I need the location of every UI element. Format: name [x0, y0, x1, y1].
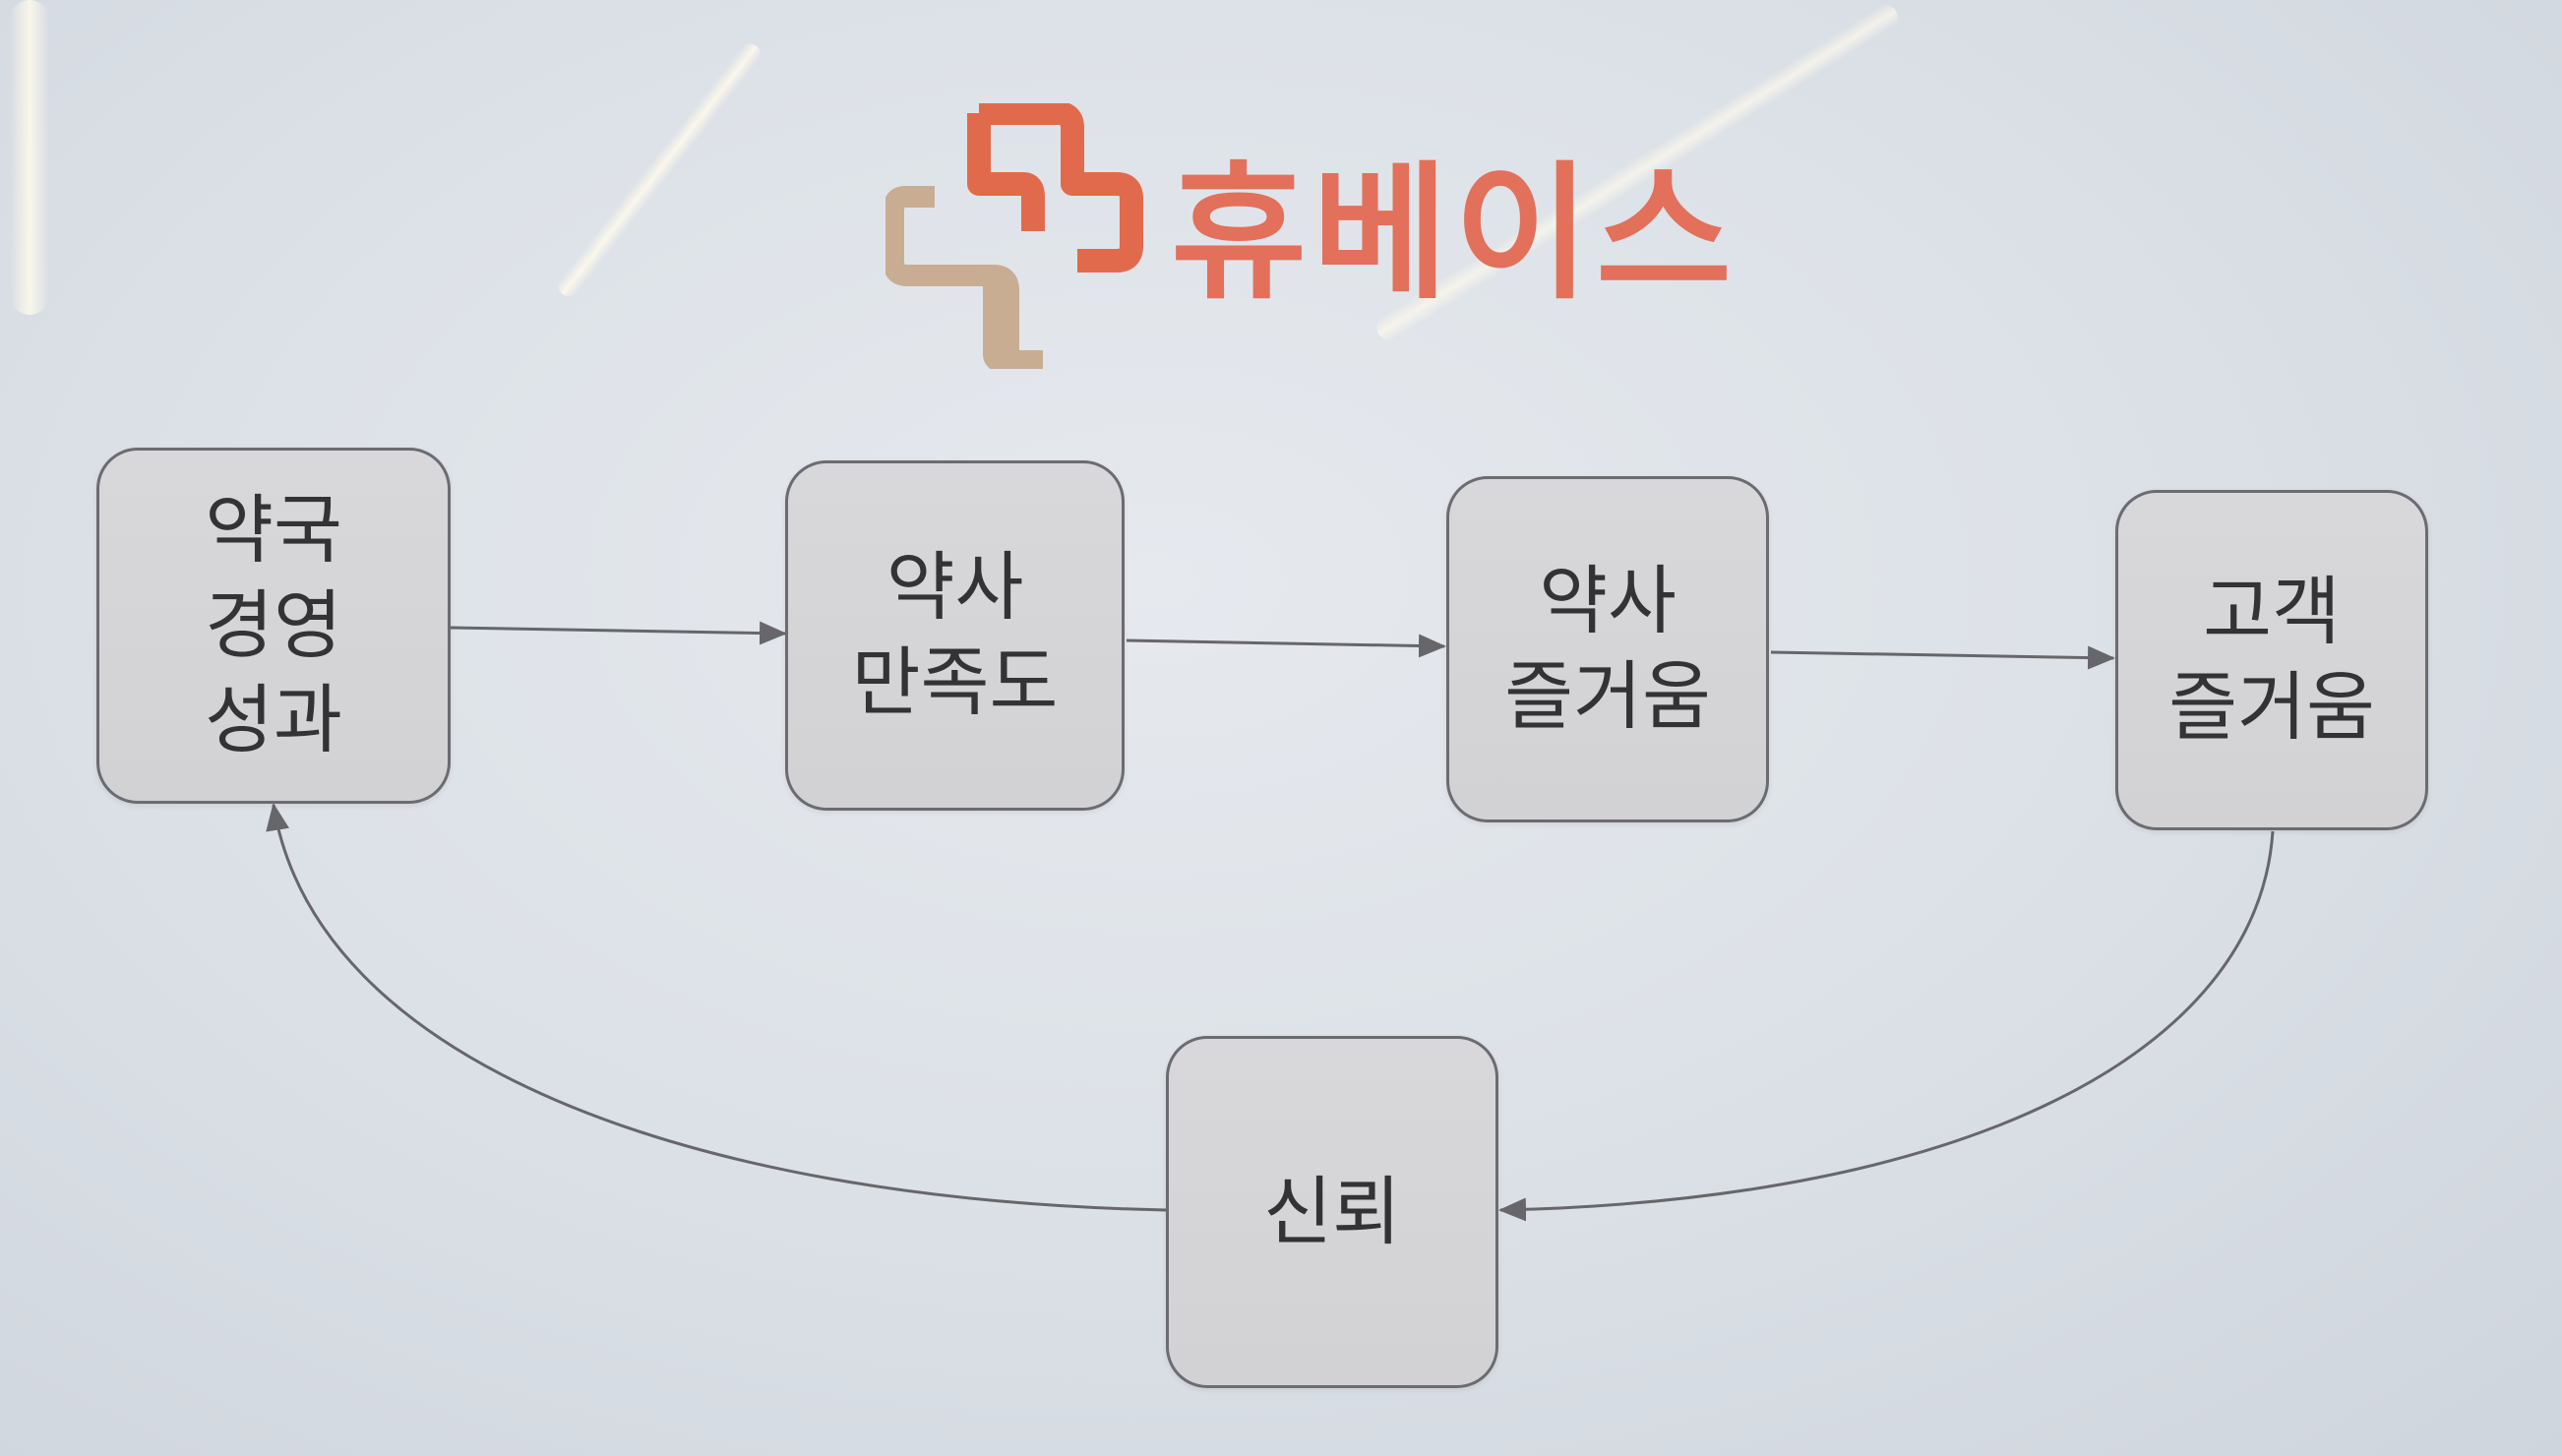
arrow-customer-joy-to-trust	[1498, 830, 2275, 1222]
node-pharmacist-joy: 약사 즐거움	[1446, 476, 1769, 822]
node-label-line: 즐거움	[2168, 663, 2375, 751]
node-label-line: 신뢰	[1263, 1167, 1401, 1255]
node-label-line: 약사	[1539, 557, 1677, 645]
node-pharmacy-performance: 약국 경영 성과	[96, 448, 451, 804]
brand-name: 휴베이스	[1171, 149, 1738, 320]
node-trust: 신뢰	[1166, 1036, 1498, 1388]
node-label-line: 성과	[205, 676, 342, 764]
node-label-line: 만족도	[851, 638, 1059, 726]
arrow-performance-to-satisfaction	[450, 621, 787, 645]
arrow-satisfaction-to-joy	[1126, 634, 1446, 658]
arrow-pharmacist-joy-to-customer-joy	[1770, 645, 2115, 670]
node-customer-joy: 고객 즐거움	[2115, 490, 2428, 830]
brand-logo: 휴베이스	[885, 103, 1732, 379]
medical-cross-icon	[885, 103, 1143, 369]
node-label-line: 약사	[885, 543, 1024, 632]
node-label-line: 약국	[205, 486, 342, 575]
node-pharmacist-satisfaction: 약사 만족도	[785, 460, 1125, 811]
node-label-line: 고객	[2203, 568, 2341, 656]
arrow-trust-to-performance	[266, 803, 1167, 1212]
node-label-line: 경영	[205, 580, 342, 669]
node-label-line: 즐거움	[1504, 652, 1711, 740]
